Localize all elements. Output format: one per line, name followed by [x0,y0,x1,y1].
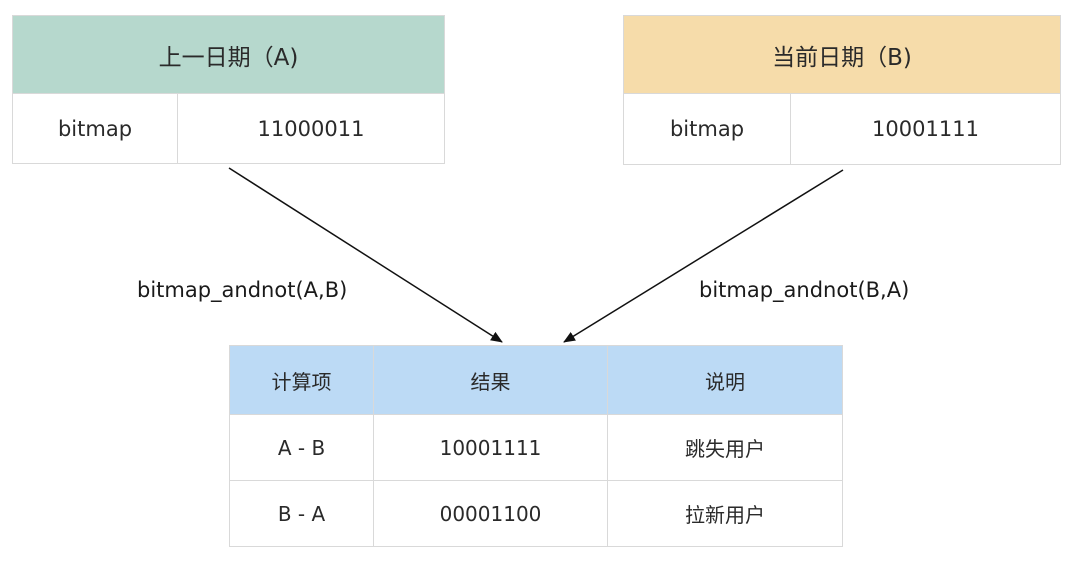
andnot-a-b-label: bitmap_andnot(A,B) [137,278,348,302]
previous-date-header: 上一日期（A) [13,16,444,94]
column-header-result: 结果 [373,345,608,415]
column-header-description: 说明 [607,345,843,415]
result-table: 计算项 结果 说明 A - B 10001111 跳失用户 B - A 0000… [229,345,843,547]
row-item-cell: B - A [229,480,374,547]
current-date-table: 当前日期（B) bitmap 10001111 [623,15,1061,165]
current-date-bitmap-row: bitmap 10001111 [624,94,1060,164]
current-date-bitmap-label: bitmap [624,94,791,164]
row-description-cell: 跳失用户 [607,414,843,481]
previous-date-table: 上一日期（A) bitmap 11000011 [12,15,445,164]
previous-date-bitmap-value: 11000011 [257,117,365,141]
previous-date-bitmap-label: bitmap [13,94,178,164]
result-header-row: 计算项 结果 说明 [229,345,843,415]
column-header-item: 计算项 [229,345,374,415]
andnot-b-a-label: bitmap_andnot(B,A) [699,278,910,302]
row-description-cell: 拉新用户 [607,480,843,547]
previous-date-bitmap-row: bitmap 11000011 [13,94,444,164]
arrow-right [563,169,844,343]
row-item-cell: A - B [229,414,374,481]
row-result-cell: 00001100 [373,480,608,547]
current-date-header: 当前日期（B) [624,16,1060,94]
table-row: A - B 10001111 跳失用户 [229,414,843,481]
row-result-cell: 10001111 [373,414,608,481]
table-row: B - A 00001100 拉新用户 [229,480,843,547]
arrow-left [228,167,503,343]
current-date-bitmap-value: 10001111 [872,117,979,141]
